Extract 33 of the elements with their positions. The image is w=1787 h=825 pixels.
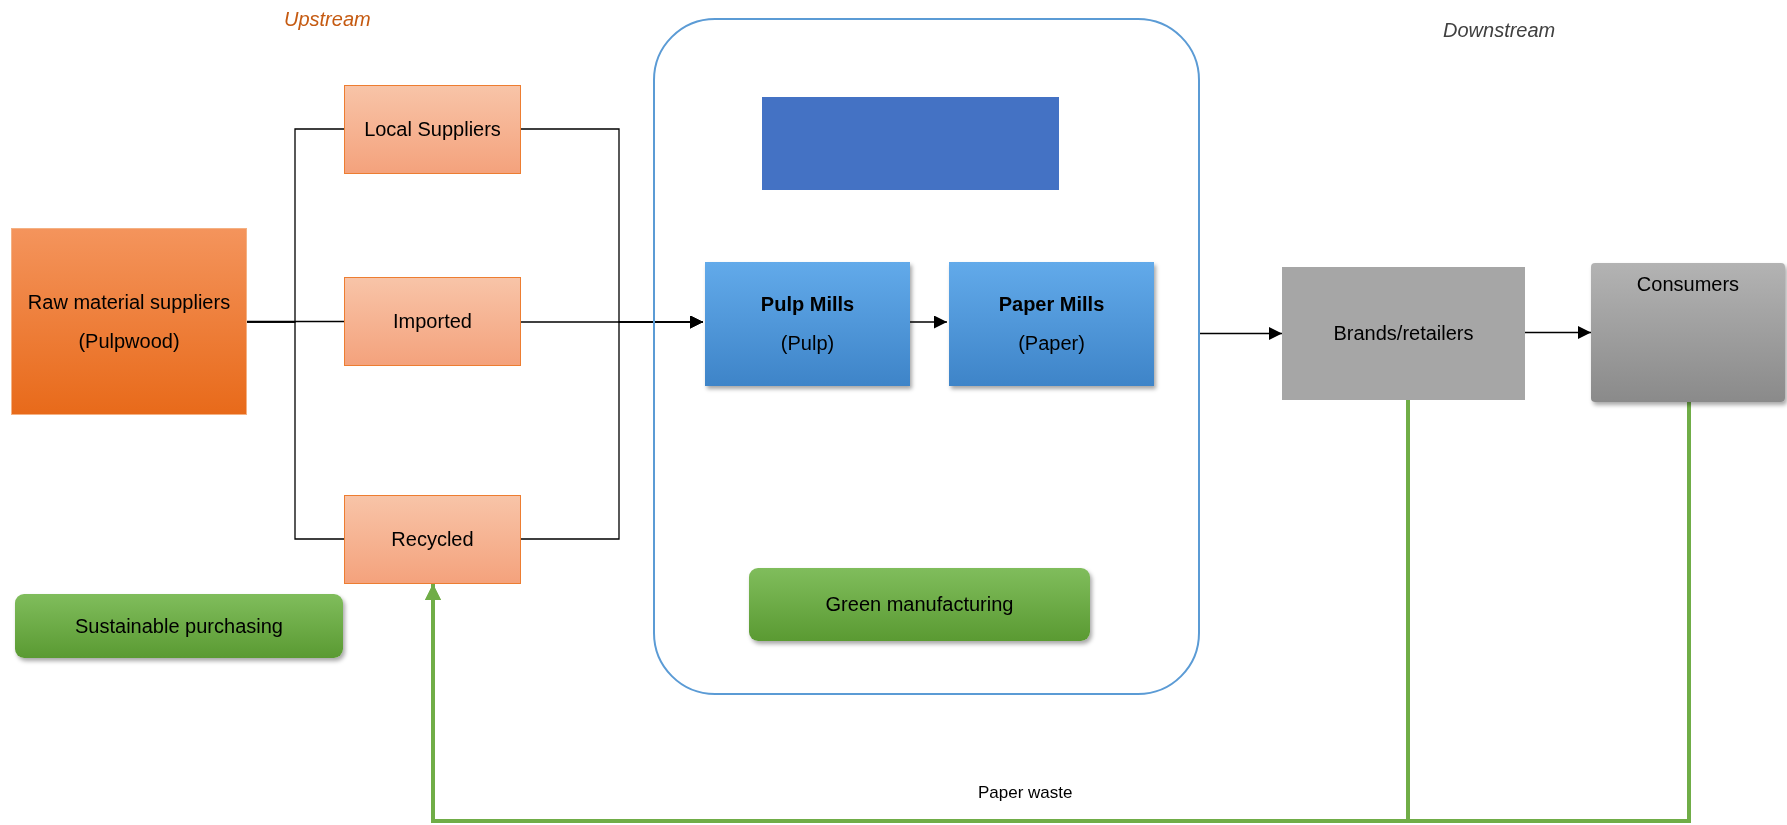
source-box — [344, 495, 521, 584]
company-box — [762, 97, 1059, 190]
retailer-box — [1282, 267, 1525, 400]
company-boundary — [653, 18, 1200, 695]
arrow — [520, 315, 704, 540]
arrow — [1199, 327, 1283, 340]
node-text: Sustainable purchasing — [74, 613, 284, 639]
node-text: Consumers — [1635, 272, 1741, 297]
consumer-box — [1591, 263, 1785, 402]
node-text: Green manufacturing — [824, 592, 1015, 617]
node-text: Paper Mills — [997, 292, 1106, 317]
source-box — [344, 277, 521, 366]
node-text: Recycled — [390, 527, 475, 552]
connector-line — [246, 321, 345, 540]
stage-label: Upstream — [284, 8, 371, 31]
stage-label: Downstream — [1443, 19, 1556, 42]
arrow — [907, 315, 948, 329]
initiative-box — [749, 568, 1090, 641]
node-text: (Pulpwood) — [77, 328, 181, 354]
arrow — [425, 402, 1691, 823]
source-box — [344, 85, 521, 174]
node-text: (Pulp) — [779, 331, 836, 356]
node-text: Imported — [392, 309, 473, 334]
supplier-box — [11, 228, 247, 415]
node-text: Brands/retailers — [1332, 321, 1475, 346]
arrow — [1524, 326, 1592, 339]
node-text: (Paper) — [1017, 331, 1086, 356]
node-text: Pulp Mills — [759, 292, 856, 317]
mill-box — [705, 262, 910, 386]
initiative-box — [15, 594, 343, 658]
mill-box — [949, 262, 1154, 386]
node-text: Local Suppliers — [363, 117, 502, 142]
node-text: Raw material suppliers — [26, 289, 232, 315]
